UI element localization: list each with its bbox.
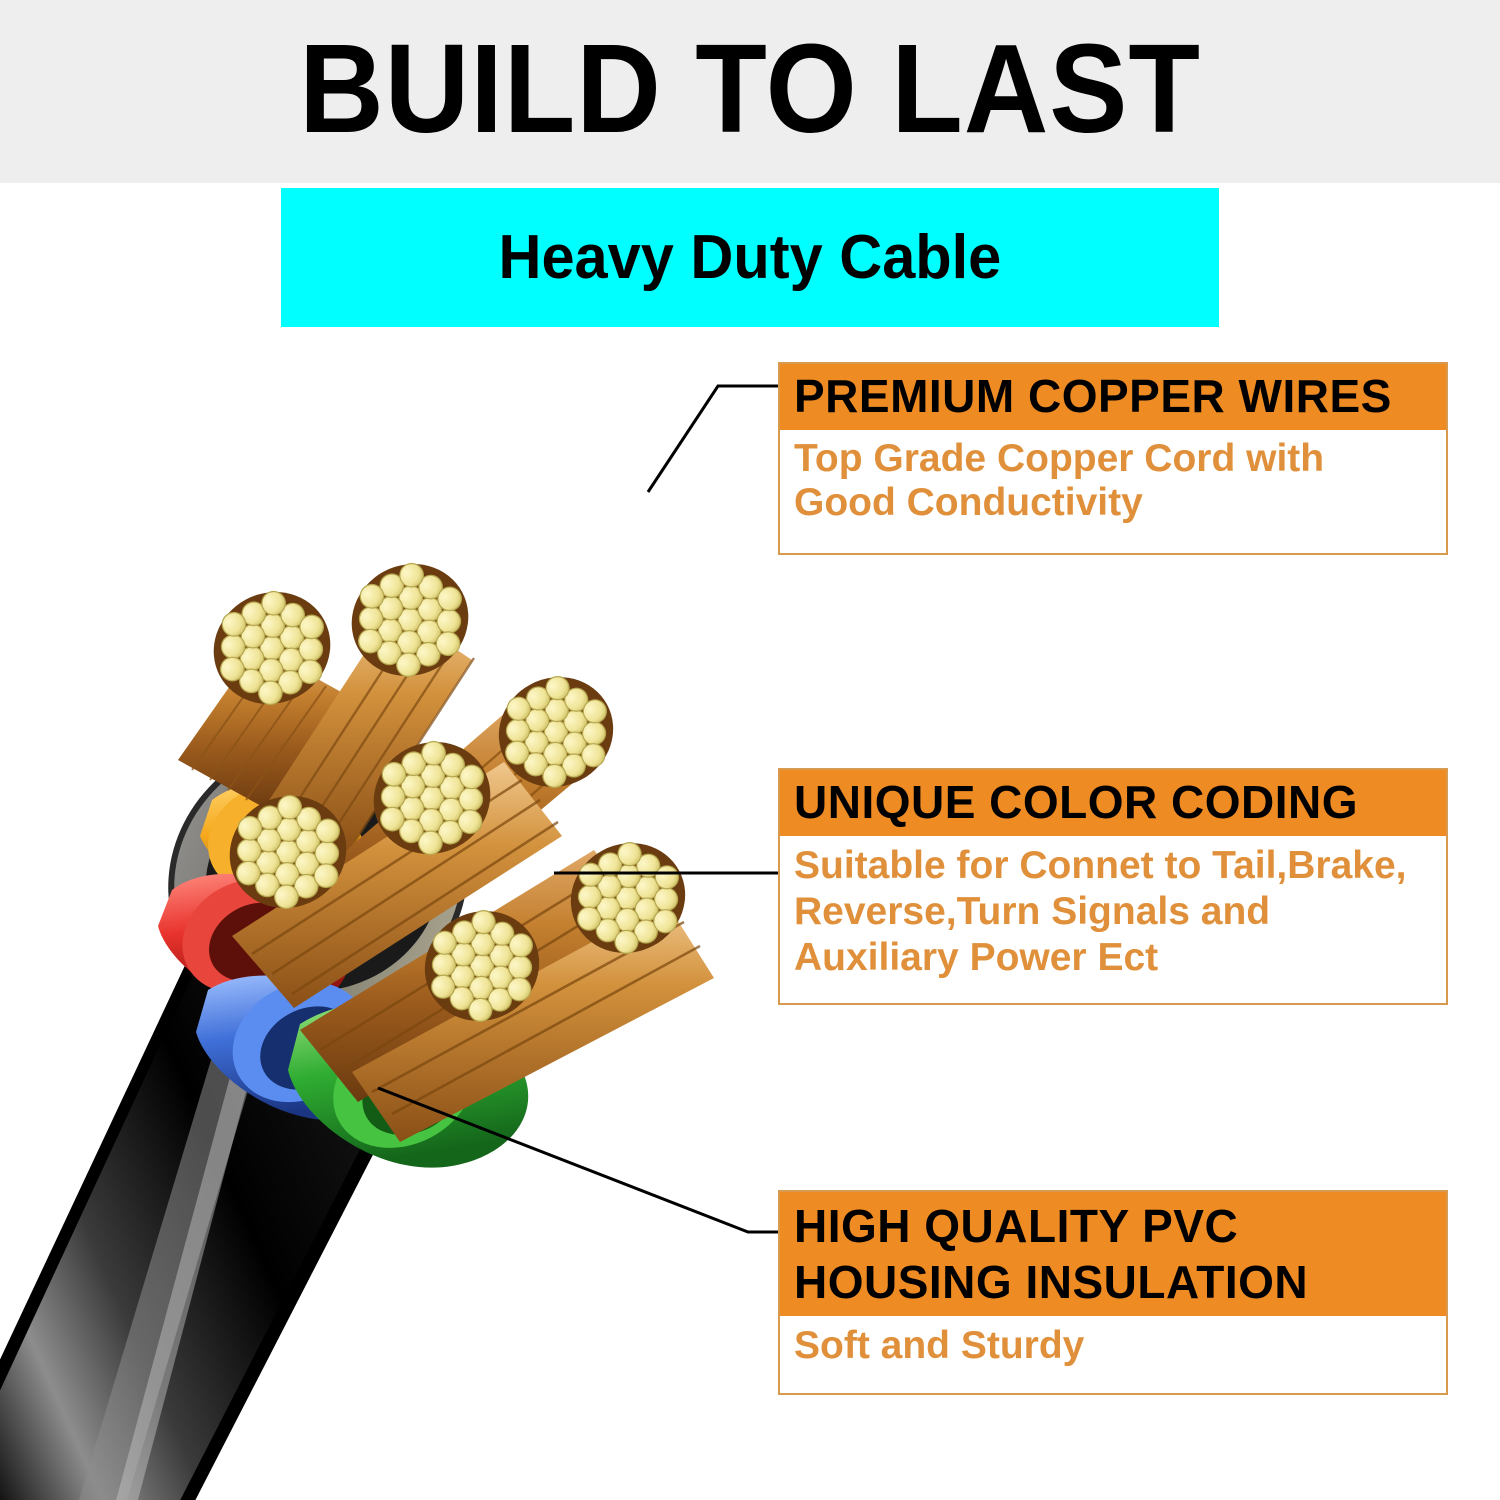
strand-face-b (335, 548, 485, 692)
callout-body-premium-copper-wires: Top Grade Copper Cord with Good Conducti… (794, 437, 1325, 524)
subtitle-text: Heavy Duty Cable (498, 222, 1002, 292)
callout-body-unique-color-coding: Suitable for Connet to Tail,Brake, Rever… (794, 844, 1407, 979)
callout-body-high-quality-pvc-housing: Soft and Sturdy (794, 1324, 1085, 1367)
strand-face-d (357, 726, 507, 870)
callout-premium-copper-wires: PREMIUM COPPER WIRES Top Grade Copper Co… (778, 362, 1448, 555)
strand-face-c (483, 661, 629, 803)
copper-conductor-bundles (178, 548, 714, 1142)
strand-face-a (197, 576, 347, 720)
callout-title-unique-color-coding: UNIQUE COLOR CODING (780, 770, 1446, 836)
page-title: BUILD TO LAST (299, 18, 1201, 159)
callout-high-quality-pvc-housing: HIGH QUALITY PVC HOUSING INSULATION Soft… (778, 1190, 1448, 1395)
strand-face-e (213, 780, 363, 924)
cable-illustration (0, 330, 800, 1500)
subtitle-banner: Heavy Duty Cable (281, 188, 1219, 327)
header-band: BUILD TO LAST (0, 0, 1500, 183)
callout-title-premium-copper-wires: PREMIUM COPPER WIRES (780, 364, 1446, 430)
strand-face-f (555, 827, 701, 969)
callout-unique-color-coding: UNIQUE COLOR CODING Suitable for Connet … (778, 768, 1448, 1005)
strand-face-g (409, 895, 555, 1037)
callout-title-high-quality-pvc-housing: HIGH QUALITY PVC HOUSING INSULATION (780, 1192, 1446, 1316)
